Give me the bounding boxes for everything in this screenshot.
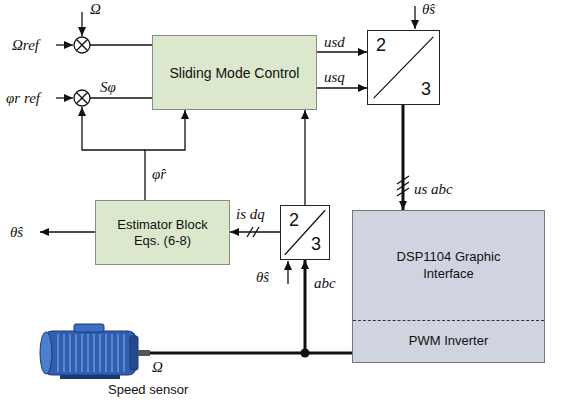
signal-connector xyxy=(317,87,367,88)
box-text: 3 xyxy=(421,79,431,100)
signal-label: θ̂s xyxy=(422,0,435,18)
box-text: Estimator Block Eqs. (6-8) xyxy=(117,217,209,248)
inverter-box: DSP1104 Graphic InterfacePWM Inverter xyxy=(352,210,545,363)
signal-label: θ̂s xyxy=(10,223,23,241)
box-text: PWM Inverter xyxy=(353,320,544,362)
box-text: Sliding Mode Control xyxy=(170,65,300,81)
motor-illustration xyxy=(40,324,150,379)
box-text: DSP1104 Graphic Interface xyxy=(353,211,544,320)
signal-connector xyxy=(317,51,367,52)
signal-connector xyxy=(304,110,305,205)
transform-box: 23 xyxy=(367,30,440,105)
signal-label: θ̂s xyxy=(256,268,269,286)
signal-label: φr ref xyxy=(6,89,40,107)
box-text: 3 xyxy=(311,234,321,255)
box-text: 2 xyxy=(289,210,299,231)
signal-label: Ω xyxy=(152,358,163,376)
signal-connector xyxy=(305,260,352,353)
signal-connector xyxy=(402,105,405,210)
edge-label: is dq xyxy=(236,205,265,223)
signal-label: Ωref xyxy=(12,36,39,54)
edge-label: usq xyxy=(324,68,345,86)
box-text: 2 xyxy=(376,35,386,56)
signal-label: Ω xyxy=(90,0,101,18)
signal-connector xyxy=(145,110,185,200)
signal-label: Speed sensor xyxy=(108,381,188,399)
signal-connector xyxy=(230,231,280,232)
estimator-box: Estimator Block Eqs. (6-8) xyxy=(95,200,230,265)
signal-label: Sφ xyxy=(100,78,116,96)
edge-label: φ̂r xyxy=(152,165,166,183)
edge-label: us abc xyxy=(414,180,453,198)
edge-label: abc xyxy=(314,274,336,292)
controller-box: Sliding Mode Control xyxy=(152,35,317,110)
transform-box: 23 xyxy=(280,205,330,260)
diagonal-line xyxy=(281,206,329,259)
edge-label: usd xyxy=(324,33,345,51)
